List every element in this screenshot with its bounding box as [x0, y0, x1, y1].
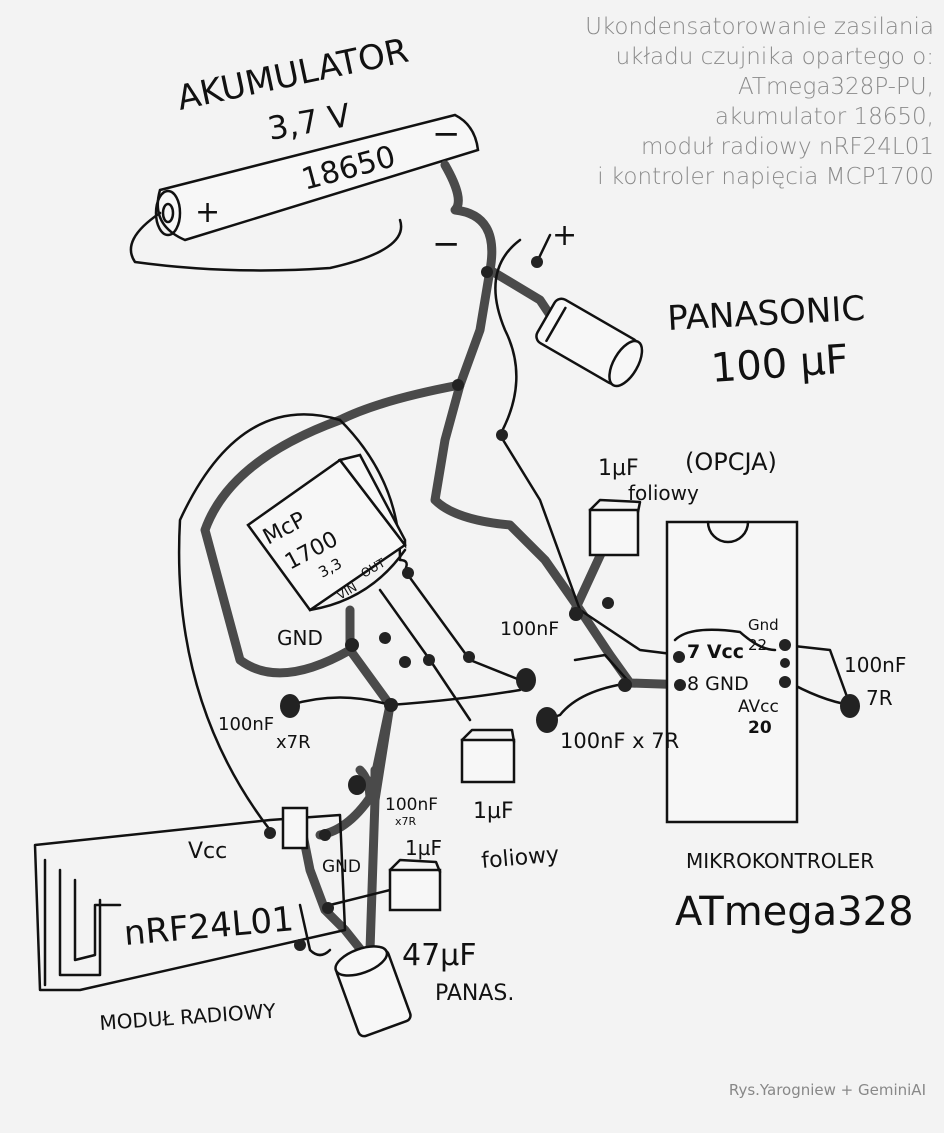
ceramic-cap-avcc [840, 694, 860, 718]
mcu-avcc-label: AVcc [738, 697, 779, 717]
cap-plus: + [552, 218, 577, 253]
electrolytic-cap-47uF [334, 945, 412, 1038]
film-cap-bottom-value: 1µF [473, 799, 514, 824]
film-cap-radio [388, 858, 442, 912]
cap-left-value: 100nF [218, 714, 274, 735]
mcp1700-regulator [246, 453, 407, 612]
cap-avcc-value: 100nF [844, 653, 906, 677]
film-cap-top [588, 498, 642, 557]
ceramic-cap-right [536, 707, 558, 733]
mcu-pin7: 7 Vcc [687, 641, 744, 663]
optional-label: (OPCJA) [685, 448, 777, 476]
cap-mid-value: 100nF [500, 618, 559, 640]
nrf24l01-module [33, 806, 347, 992]
cap-left-type: x7R [276, 732, 311, 753]
radio-name: nRF24L01 [122, 899, 295, 954]
big-cap-value: 100 µF [709, 336, 849, 391]
mcu-gnd-label: Gnd [748, 616, 779, 634]
radio-cap-1u-value: 1µF [405, 836, 442, 860]
battery-voltage: 3,7 V [265, 96, 353, 148]
cap-right-low-value: 100nF x 7R [560, 729, 679, 753]
cap-avcc-type: 7R [866, 686, 893, 710]
title-line: Ukondensatorowanie zasilania [585, 14, 934, 40]
radio-cap-47u-brand: PANAS. [435, 981, 514, 1006]
credit: Rys.Yarogniew + GeminiAI [728, 1081, 926, 1099]
big-cap-brand: PANASONIC [666, 289, 866, 339]
battery-minus: − [432, 114, 461, 154]
mcu-label: MIKROKONTROLER [686, 849, 874, 873]
film-cap-top-value: 1µF [598, 456, 639, 481]
junctions [264, 256, 791, 951]
film-cap-bottom-type: foliowy [480, 842, 560, 874]
radio-cap-47u-value: 47µF [402, 938, 477, 973]
ceramic-cap-mid [516, 668, 536, 692]
title-line: układu czujnika opartego o: [615, 44, 934, 70]
radio-label: MODUŁ RADIOWY [99, 999, 277, 1035]
title-line: ATmega328P-PU, [737, 74, 934, 100]
title-line: i kontroler napięcia MCP1700 [597, 164, 934, 190]
title-line: moduł radiowy nRF24L01 [641, 134, 934, 160]
cap-minus: − [432, 224, 461, 264]
atmega328-chip [665, 520, 799, 824]
ceramic-cap-radio [348, 775, 366, 795]
radio-gnd: GND [322, 857, 361, 877]
regulator-gnd: GND [277, 626, 323, 650]
battery-plus: + [195, 195, 220, 230]
film-cap-bottom [460, 728, 516, 784]
mcu-pin8: 8 GND [687, 673, 749, 695]
mcu-gnd-pin: 22 [748, 636, 767, 654]
radio-cap-small-type: x7R [395, 815, 417, 828]
electrolytic-cap-100uF [535, 297, 644, 388]
ceramic-cap-left [280, 694, 300, 718]
title-line: akumulator 18650, [714, 104, 934, 130]
mcu-name: ATmega328 [675, 889, 914, 935]
radio-cap-small-value: 100nF [385, 795, 438, 815]
diagram-title: Ukondensatorowanie zasilania układu czuj… [585, 12, 934, 192]
radio-vcc: Vcc [188, 839, 227, 864]
mcu-avcc-pin: 20 [748, 718, 772, 738]
film-cap-top-type: foliowy [628, 481, 699, 505]
battery [129, 113, 480, 272]
